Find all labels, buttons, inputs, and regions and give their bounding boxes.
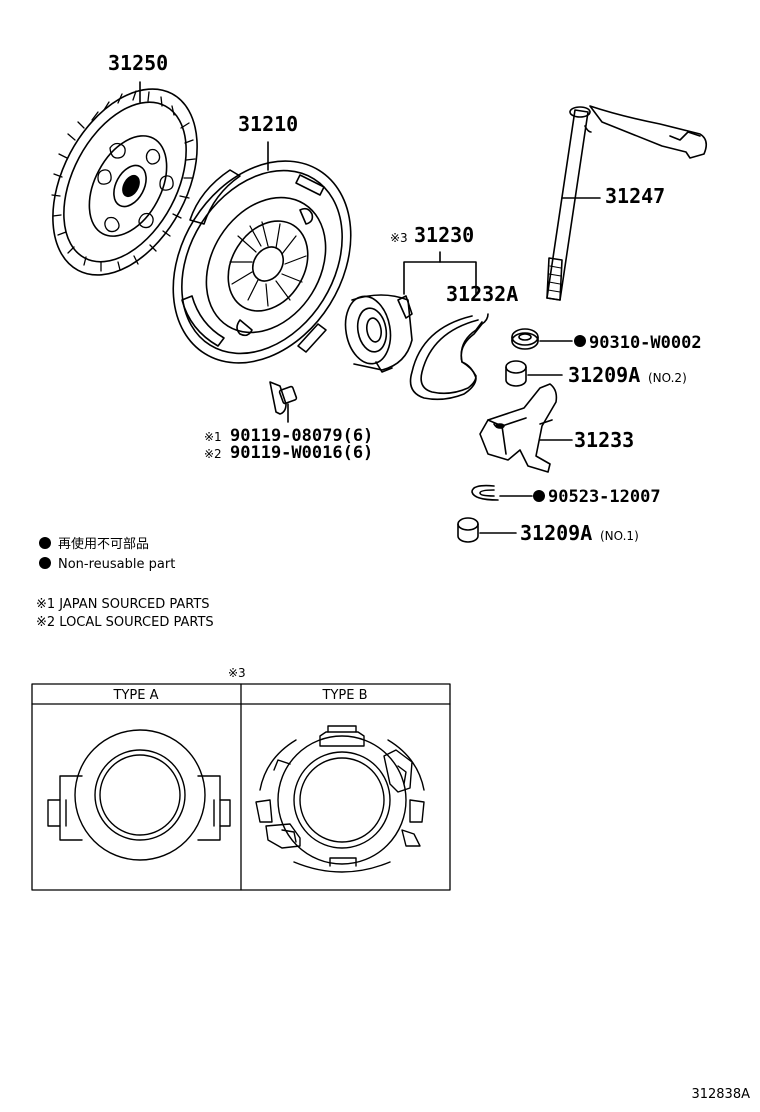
type-b-bearing (255, 725, 425, 873)
e-ring-90523 (471, 484, 499, 501)
figure-reference: 312838A (691, 1087, 750, 1102)
label-31232A: 31232A (446, 282, 518, 306)
bushing-31209A-no2 (505, 360, 527, 387)
note-local-sourced: ※2 LOCAL SOURCED PARTS (36, 615, 214, 630)
label-31247: 31247 (605, 184, 665, 208)
legend-non-reusable-jp: 再使用不可部品 (58, 536, 149, 552)
bolt2-mark: ※2 (204, 447, 222, 461)
clutch-disc-31250 (51, 88, 198, 276)
legend-dot-jp (39, 537, 51, 549)
label-31209A-no1: 31209A (520, 521, 592, 545)
label-31209A-no2: 31209A (568, 363, 640, 387)
type-b-label: TYPE B (322, 688, 368, 703)
type-table (31, 683, 451, 891)
pressure-plate-31210 (172, 160, 352, 364)
legend-dot-en (39, 557, 51, 569)
label-bolt1: 90119-08079(6) (230, 426, 373, 446)
non-reusable-dot-90310 (574, 335, 586, 347)
bushing-31209A-no1 (457, 517, 479, 543)
release-fork-31233 (479, 383, 558, 473)
oil-seal-90310 (511, 328, 539, 350)
label-90310: 90310-W0002 (589, 333, 702, 353)
release-bearing-31230 (344, 294, 413, 373)
type-a-bearing (47, 729, 231, 861)
label-bolt2: 90119-W0016(6) (230, 443, 373, 463)
note-japan-sourced: ※1 JAPAN SOURCED PARTS (36, 597, 210, 612)
legend-non-reusable-en: Non-reusable part (58, 557, 175, 572)
label-90523: 90523-12007 (548, 487, 661, 507)
release-fork-shaft-31247 (546, 105, 708, 301)
type-table-mark: ※3 (228, 666, 246, 680)
clip-31232A (409, 313, 489, 401)
label-31250: 31250 (108, 51, 168, 75)
label-31230: 31230 (414, 223, 474, 247)
label-31209A-no2-tag: (NO.2) (648, 371, 687, 385)
label-31233: 31233 (574, 428, 634, 452)
non-reusable-dot-90523 (533, 490, 545, 502)
bolt-90119 (269, 381, 298, 423)
label-31210: 31210 (238, 112, 298, 136)
label-31209A-no1-tag: (NO.1) (600, 529, 639, 543)
type-a-label: TYPE A (113, 688, 159, 703)
label-31230-mark: ※3 (390, 231, 408, 245)
bolt1-mark: ※1 (204, 430, 222, 444)
